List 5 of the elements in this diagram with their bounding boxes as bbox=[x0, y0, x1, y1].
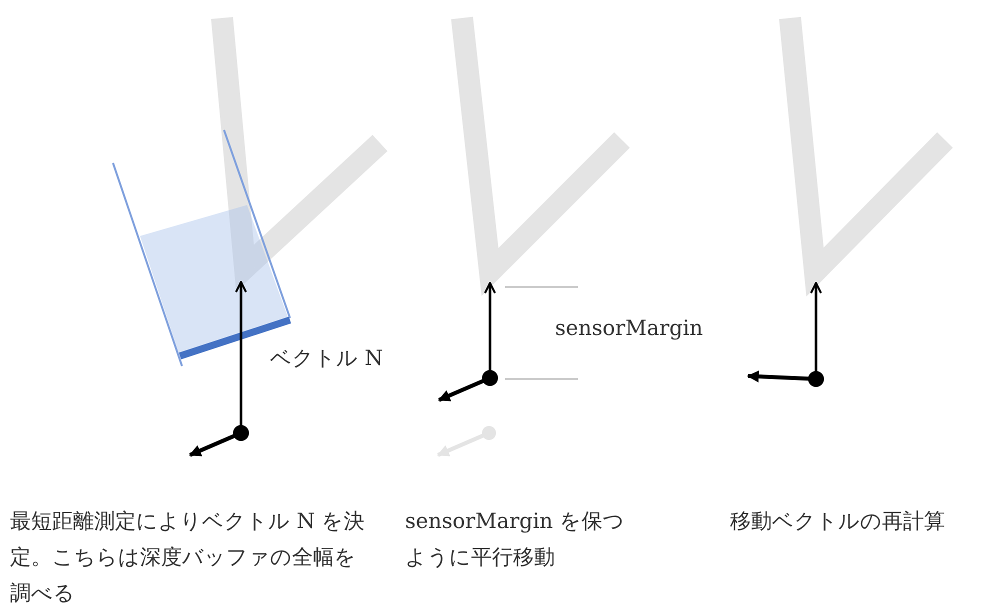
caption-text: 最短距離測定によりベクトル N を決定。こちらは深度バッファの全幅を調べる bbox=[10, 508, 366, 607]
vector-label: ベクトル N bbox=[270, 345, 384, 372]
caption-text: 移動ベクトルの再計算 bbox=[730, 508, 945, 535]
margin-label: sensorMargin bbox=[555, 315, 703, 342]
caption-text: sensorMargin を保つように平行移動 bbox=[405, 508, 626, 571]
